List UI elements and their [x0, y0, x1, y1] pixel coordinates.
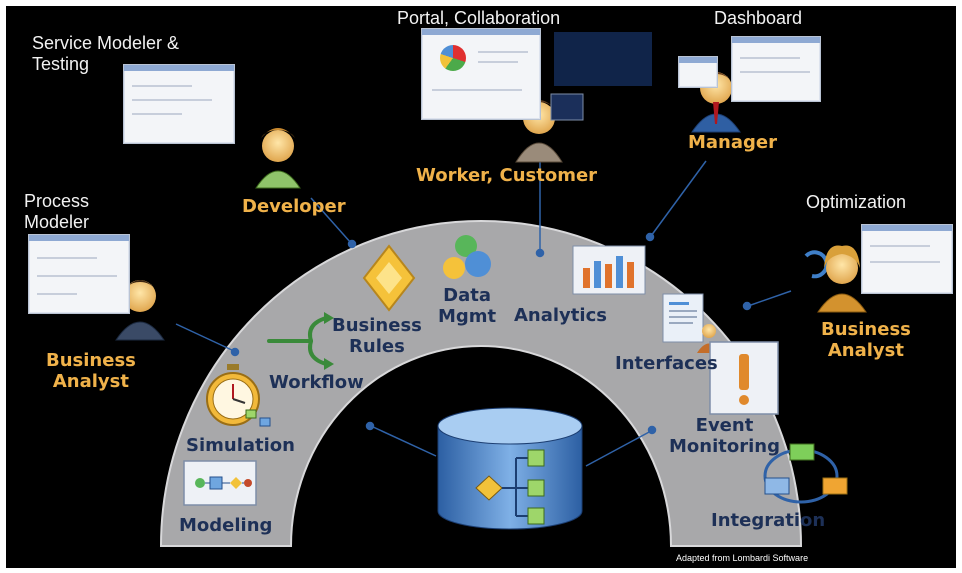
person-icon-analyst-left [115, 280, 165, 341]
dashboard-label: Dashboard [714, 8, 803, 28]
diagram-canvas: Service Modeler & Testing Portal, Collab… [6, 6, 956, 568]
portal-screenshot [421, 28, 541, 120]
refresh-icon [804, 250, 829, 279]
event-monitoring-label: Event Monitoring [669, 415, 780, 457]
data-mgmt-label: Data Mgmt [438, 285, 497, 327]
worker-customer-label: Worker, Customer [416, 165, 598, 186]
business-analyst-left-label: Business Analyst [46, 350, 136, 392]
optimization-screenshot [861, 224, 953, 294]
connector-lines [175, 158, 792, 467]
modeling-label: Modeling [179, 515, 273, 536]
process-modeler-screenshot [28, 234, 130, 314]
dashboard-chart-screenshot [678, 56, 718, 88]
person-icon-analyst-right [817, 245, 867, 313]
person-icon-developer [255, 128, 301, 189]
process-modeler-label: Process Modeler [24, 191, 90, 232]
person-icon-worker [515, 93, 584, 163]
analytics-label: Analytics [514, 305, 607, 326]
manager-label: Manager [688, 132, 777, 153]
developer-label: Developer [242, 196, 346, 217]
diamond-icon [362, 244, 416, 312]
portal-dark-panel [554, 32, 652, 86]
database-icon [437, 407, 583, 530]
cycle-icon [763, 443, 848, 504]
service-modeler-screenshot [123, 64, 235, 144]
business-analyst-right-label: Business Analyst [821, 319, 911, 361]
bar-chart-icon [572, 245, 646, 295]
interfaces-label: Interfaces [615, 353, 718, 374]
service-modeler-label: Service Modeler & Testing [32, 33, 180, 74]
arc-band [159, 220, 803, 547]
workflow-label: Workflow [269, 372, 364, 393]
portal-label: Portal, Collaboration [397, 8, 561, 28]
person-icon-manager [691, 72, 741, 133]
business-rules-label: Business Rules [332, 315, 422, 357]
dashboard-screenshot [731, 36, 821, 102]
workflow-arrows-icon [267, 312, 334, 370]
credit-text: Adapted from Lombardi Software [676, 553, 809, 563]
process-diagram-icon [183, 460, 257, 506]
simulation-label: Simulation [186, 435, 295, 456]
optimization-label: Optimization [806, 192, 907, 212]
alert-icon [709, 341, 779, 415]
document-icon [662, 293, 721, 353]
stopwatch-icon [206, 364, 271, 427]
data-spheres-icon [443, 235, 491, 279]
integration-label: Integration [711, 510, 826, 531]
diagram-graphics [115, 72, 867, 547]
